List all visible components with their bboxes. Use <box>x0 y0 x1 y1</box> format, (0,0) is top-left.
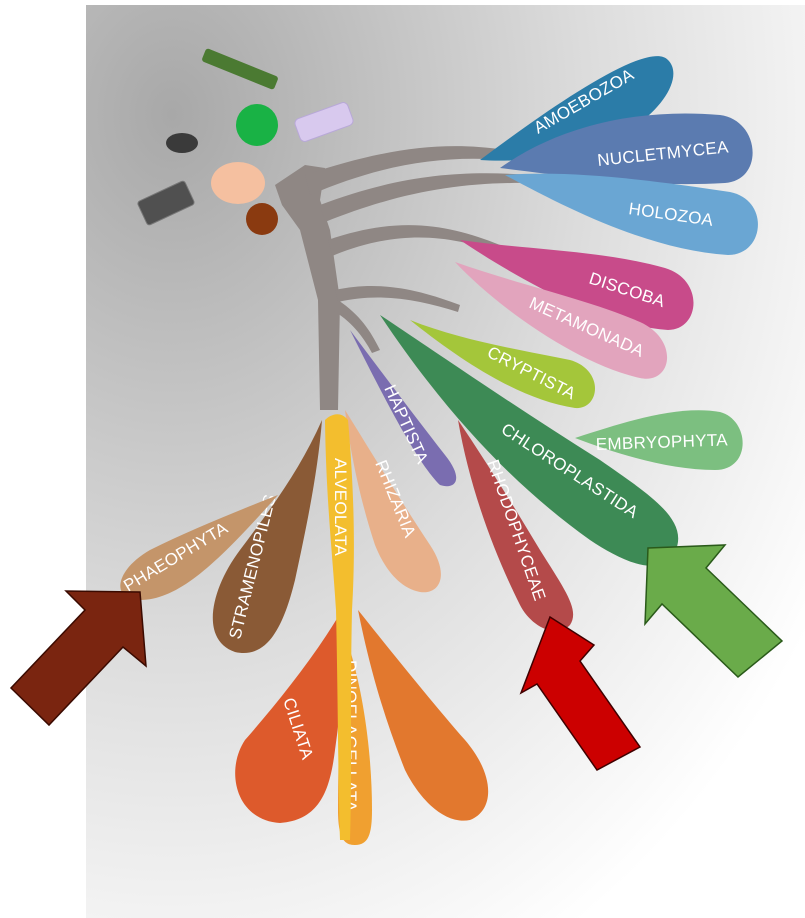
lavender-block-object <box>294 102 354 142</box>
green-arrow-icon <box>644 544 784 679</box>
tree-trunk <box>275 146 530 410</box>
green-rod-object <box>202 48 278 90</box>
peach-blob-object <box>211 162 265 204</box>
branch-holozoa: HOLOZOA <box>505 173 758 255</box>
red-arrow-icon <box>519 615 642 771</box>
label-embryophyta: EMBRYOPHYTA <box>595 430 728 454</box>
branch-discoba: DISCOBA <box>460 240 694 330</box>
branch-alveolata: ALVEOLATA <box>325 414 354 840</box>
green-disc-object <box>236 104 278 146</box>
branch-embryophyta: EMBRYOPHYTA <box>575 410 743 470</box>
branch-ciliata: CILIATA <box>235 600 348 823</box>
brown-arrow-icon <box>9 590 147 727</box>
gray-block-object <box>137 180 195 226</box>
black-pebble-object <box>166 133 198 153</box>
branch-nucletmycea: NUCLETMYCEA <box>500 113 753 185</box>
label-alveolata: ALVEOLATA <box>331 458 350 556</box>
branch-apicomplexa <box>358 610 489 821</box>
decorative-objects <box>137 48 354 235</box>
brown-ball-object <box>246 203 278 235</box>
